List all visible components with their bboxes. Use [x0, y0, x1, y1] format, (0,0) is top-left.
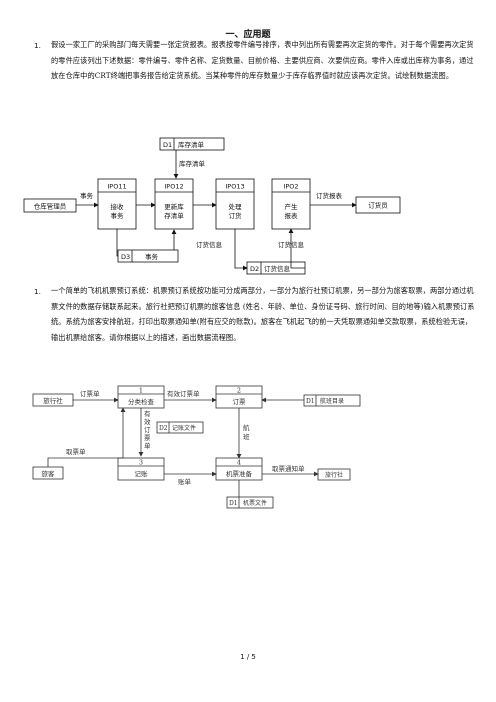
flow-label-pickup-notice: 取票通知单: [272, 464, 305, 473]
svg-text:旅行社: 旅行社: [325, 471, 343, 479]
svg-text:订货员: 订货员: [368, 201, 388, 210]
process-4-ticket-preparation: 4 机票准备: [215, 457, 263, 481]
svg-text:IPO12: IPO12: [164, 183, 183, 191]
svg-text:航: 航: [243, 423, 250, 432]
svg-text:事务: 事务: [145, 252, 159, 261]
svg-text:票: 票: [144, 434, 151, 442]
data-flow-diagram-1: D1 库存清单 库存清单 仓库管理员 事务 IPO11 接收 事务 IPO12 …: [23, 137, 401, 275]
svg-text:D2: D2: [250, 265, 259, 273]
svg-text:报表: 报表: [285, 211, 299, 220]
svg-text:机票文件: 机票文件: [243, 499, 267, 507]
external-entity-warehouse-manager: 仓库管理员: [23, 198, 77, 213]
process-ipo12: IPO12 更新库 存清单: [154, 178, 194, 230]
svg-text:订货信息: 订货信息: [264, 264, 291, 273]
process-ipo11: IPO11 接收 事务: [97, 178, 137, 230]
flow-label-order-info-left: 订货信息: [196, 240, 223, 249]
svg-text:D3: D3: [121, 253, 130, 261]
process-ipo2: IPO2 产生 报表: [271, 178, 311, 230]
question-1-text: 假设一家工厂的采购部门每天需要一张定货报表。报表按零件编号排序，表中列出所有需要…: [51, 40, 474, 80]
process-ipo13: IPO13 处理 订货: [215, 178, 255, 230]
svg-text:1: 1: [139, 387, 143, 395]
svg-text:订: 订: [144, 426, 151, 434]
process-2-booking: 2 订票: [215, 385, 263, 409]
data-store-d1-ticket-file: D1 机票文件: [226, 496, 274, 509]
svg-text:IPO11: IPO11: [107, 183, 126, 191]
svg-text:航班目录: 航班目录: [320, 397, 344, 405]
svg-text:记账文件: 记账文件: [172, 424, 196, 432]
svg-text:处理: 处理: [229, 202, 243, 211]
svg-text:订票: 订票: [233, 398, 247, 406]
svg-text:D1: D1: [229, 500, 238, 507]
page-number: 1 / 5: [240, 653, 256, 661]
svg-text:D1: D1: [306, 398, 315, 405]
svg-text:产生: 产生: [285, 202, 299, 211]
process-1-classify-check: 1 分类检查: [117, 385, 165, 409]
data-store-d1-flight-catalog: D1 航班目录: [303, 394, 361, 407]
question-number: 1.: [34, 287, 41, 296]
svg-text:机票准备: 机票准备: [226, 469, 253, 478]
flow-label-flight: 航 班: [243, 423, 250, 441]
svg-text:记账: 记账: [135, 469, 149, 478]
svg-text:IPO2: IPO2: [283, 183, 298, 191]
svg-text:旅客: 旅客: [42, 469, 56, 478]
svg-text:3: 3: [139, 459, 143, 467]
svg-text:旅行社: 旅行社: [43, 396, 63, 405]
svg-text:更新库: 更新库: [164, 202, 184, 211]
svg-text:4: 4: [237, 459, 241, 467]
svg-text:存清单: 存清单: [164, 211, 184, 220]
flow-label-inventory-list: 库存清单: [179, 159, 206, 168]
svg-text:2: 2: [237, 387, 241, 395]
store-id: D1: [163, 141, 172, 149]
data-store-d1-inventory: D1 库存清单: [159, 137, 225, 151]
svg-text:有: 有: [144, 409, 151, 418]
process-3-accounting: 3 记账: [117, 457, 165, 481]
question-number: 1.: [34, 41, 41, 50]
svg-text:接收: 接收: [111, 202, 125, 211]
svg-text:班: 班: [243, 432, 250, 441]
svg-text:D2: D2: [159, 425, 168, 432]
flow-label-order-info-right: 订货信息: [278, 240, 305, 249]
section-title: 一、应用题: [225, 30, 271, 40]
flow-label-transaction: 事务: [80, 191, 94, 200]
flow-label-valid-order-vertical: 有 效 订 票 单: [144, 409, 151, 450]
flow-label-valid-order: 有效订票单: [167, 389, 200, 398]
flow-label-order-form: 订票单: [80, 389, 100, 398]
svg-text:分类检查: 分类检查: [128, 397, 155, 406]
svg-text:效: 效: [144, 417, 151, 426]
data-store-d3-transaction: D3 事务: [117, 249, 179, 263]
flow-label-pickup-form: 取票单: [66, 447, 86, 456]
external-entity-passenger: 旅客: [32, 466, 64, 480]
svg-text:订货: 订货: [229, 211, 243, 220]
flow-label-order-report: 订货报表: [316, 191, 343, 200]
flow-label-bill: 账单: [178, 477, 192, 486]
svg-text:事务: 事务: [111, 211, 125, 220]
external-entity-travel-agency-left: 旅行社: [32, 393, 74, 407]
data-store-d2-accounting-file: D2 记账文件: [156, 421, 204, 434]
external-entity-order-clerk: 订货员: [355, 196, 401, 214]
svg-text:单: 单: [144, 441, 151, 450]
svg-text:仓库管理员: 仓库管理员: [34, 202, 67, 211]
data-flow-diagram-2: 旅行社 订票单 1 分类检查 有效订票单 2 订票 D1 航班目录: [32, 385, 361, 509]
external-entity-travel-agency-right: 旅行社: [317, 468, 351, 481]
store-name: 库存清单: [178, 140, 205, 149]
svg-text:IPO13: IPO13: [225, 183, 244, 191]
question-2-text: 一个简单的飞机机票预订系统：机票预订系统按功能可分成两部分，一部分为旅行社预订机…: [51, 286, 475, 342]
